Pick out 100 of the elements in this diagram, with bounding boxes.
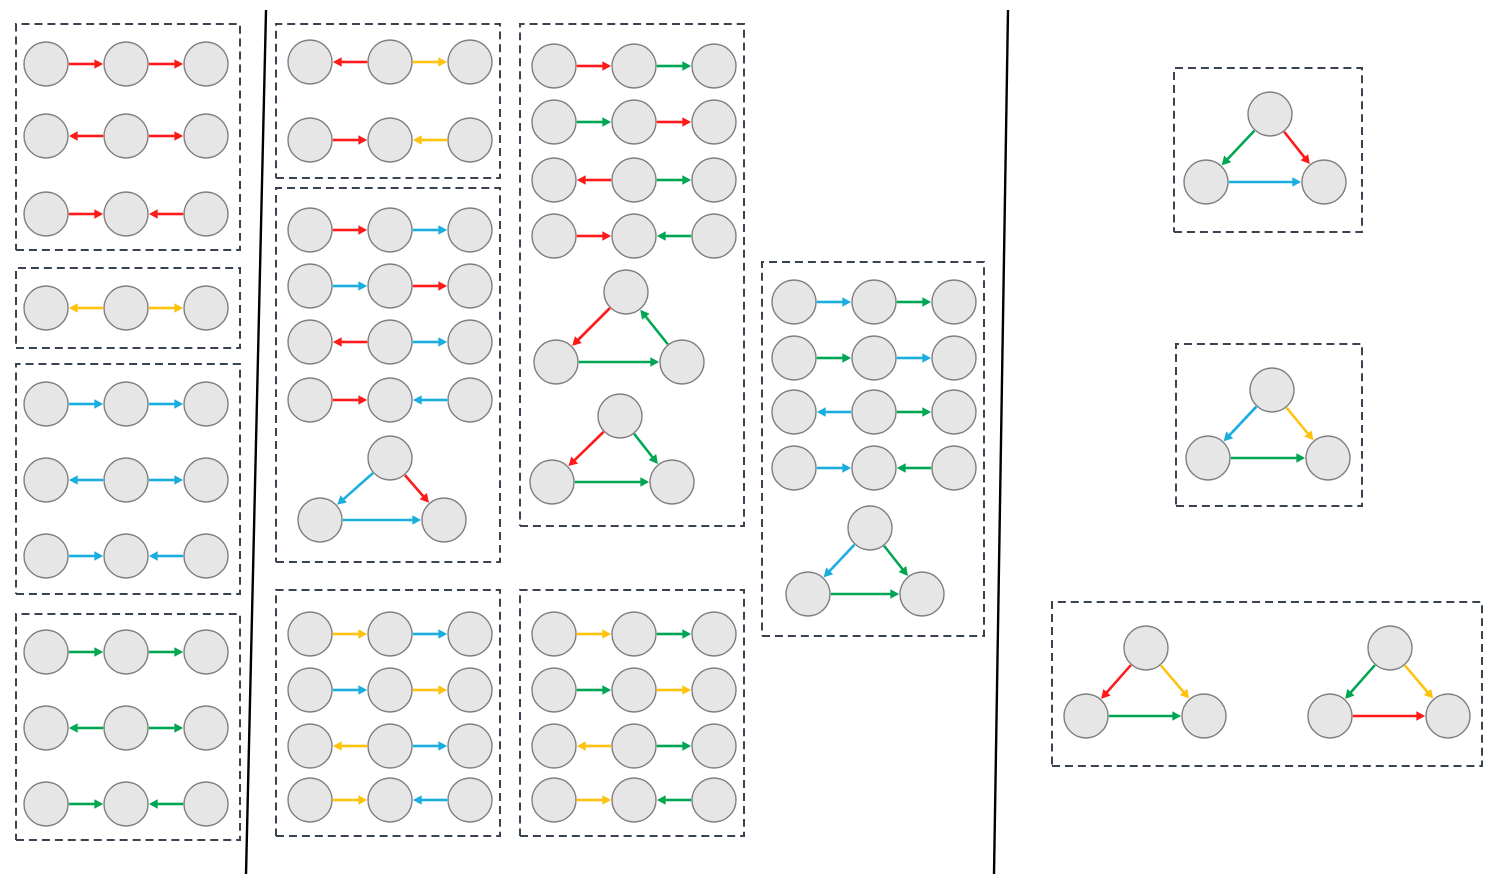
circle-node xyxy=(1301,159,1347,205)
group-frame xyxy=(519,589,745,837)
circle-node xyxy=(851,279,897,325)
circle-node xyxy=(287,319,333,365)
circle-node xyxy=(103,457,149,503)
circle-node xyxy=(287,777,333,823)
circle-node xyxy=(367,611,413,657)
circle-node xyxy=(447,39,493,85)
circle-node xyxy=(447,263,493,309)
circle-node xyxy=(785,571,831,617)
circle-node xyxy=(367,263,413,309)
circle-node xyxy=(691,43,737,89)
circle-node xyxy=(771,389,817,435)
circle-node xyxy=(611,213,657,259)
circle-node xyxy=(23,457,69,503)
circle-node xyxy=(691,611,737,657)
circle-node xyxy=(771,279,817,325)
group-frame xyxy=(15,23,241,251)
circle-node xyxy=(847,505,893,551)
circle-node xyxy=(931,335,977,381)
circle-node xyxy=(287,377,333,423)
circle-node xyxy=(851,335,897,381)
circle-node xyxy=(611,723,657,769)
arrow xyxy=(337,472,374,505)
group-frame xyxy=(15,613,241,841)
circle-node xyxy=(691,99,737,145)
circle-node xyxy=(529,459,575,505)
circle-node xyxy=(531,43,577,89)
circle-node xyxy=(611,157,657,203)
circle-node xyxy=(23,113,69,159)
circle-node xyxy=(1367,625,1413,671)
circle-node xyxy=(421,497,467,543)
circle-node xyxy=(1181,693,1227,739)
circle-node xyxy=(1249,367,1295,413)
circle-node xyxy=(367,117,413,163)
circle-node xyxy=(287,611,333,657)
arrow xyxy=(403,474,429,503)
circle-node xyxy=(1425,693,1471,739)
circle-node xyxy=(367,377,413,423)
circle-node xyxy=(23,533,69,579)
circle-node xyxy=(611,611,657,657)
arrow xyxy=(1101,664,1132,699)
circle-node xyxy=(1307,693,1353,739)
circle-node xyxy=(531,723,577,769)
circle-node xyxy=(649,459,695,505)
circle-node xyxy=(367,435,413,481)
group-frame xyxy=(1051,601,1483,767)
circle-node xyxy=(23,285,69,331)
circle-node xyxy=(771,335,817,381)
circle-node xyxy=(931,445,977,491)
circle-node xyxy=(659,339,705,385)
circle-node xyxy=(447,117,493,163)
circle-node xyxy=(23,705,69,751)
circle-node xyxy=(533,339,579,385)
group-frame xyxy=(761,261,985,637)
circle-node xyxy=(183,285,229,331)
circle-node xyxy=(1063,693,1109,739)
circle-node xyxy=(23,781,69,827)
circle-node xyxy=(183,457,229,503)
circle-node xyxy=(1247,91,1293,137)
circle-node xyxy=(183,781,229,827)
circle-node xyxy=(691,777,737,823)
arrow xyxy=(883,545,908,576)
circle-node xyxy=(367,39,413,85)
circle-node xyxy=(1185,435,1231,481)
circle-node xyxy=(611,667,657,713)
circle-node xyxy=(287,117,333,163)
circle-node xyxy=(603,269,649,315)
circle-node xyxy=(103,191,149,237)
circle-node xyxy=(103,381,149,427)
circle-node xyxy=(851,389,897,435)
circle-node xyxy=(691,667,737,713)
circle-node xyxy=(531,611,577,657)
circle-node xyxy=(287,39,333,85)
circle-node xyxy=(447,723,493,769)
circle-node xyxy=(1305,435,1351,481)
circle-node xyxy=(367,319,413,365)
circle-node xyxy=(183,533,229,579)
circle-node xyxy=(447,207,493,253)
circle-node xyxy=(691,157,737,203)
circle-node xyxy=(531,157,577,203)
circle-node xyxy=(103,113,149,159)
circle-node xyxy=(103,629,149,675)
arrow xyxy=(1345,664,1376,699)
arrow xyxy=(633,433,658,464)
circle-node xyxy=(297,497,343,543)
circle-node xyxy=(287,207,333,253)
group-frame xyxy=(15,363,241,595)
circle-node xyxy=(183,381,229,427)
circle-node xyxy=(287,667,333,713)
circle-node xyxy=(103,533,149,579)
circle-node xyxy=(183,629,229,675)
group-frame xyxy=(15,267,241,349)
group-frame xyxy=(275,187,501,563)
circle-node xyxy=(447,611,493,657)
group-frame xyxy=(275,589,501,837)
circle-node xyxy=(597,393,643,439)
circle-node xyxy=(531,777,577,823)
circle-node xyxy=(531,99,577,145)
circle-node xyxy=(367,723,413,769)
